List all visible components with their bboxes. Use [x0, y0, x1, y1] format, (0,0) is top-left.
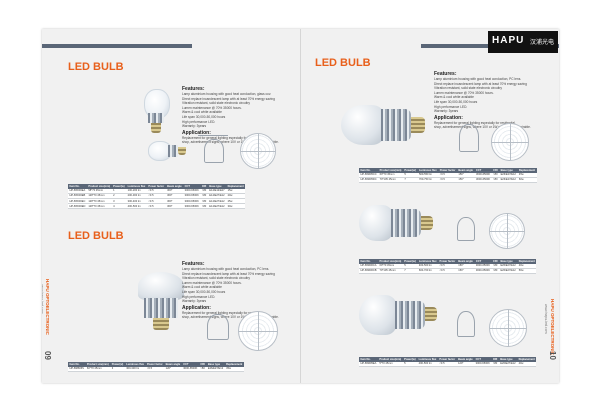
light-distribution-diagram-5 [489, 309, 527, 347]
candle-bulb-image [138, 89, 178, 134]
page-number-left: 09 [43, 351, 52, 360]
features-block: Features: Lamp aluminium housing with go… [182, 86, 279, 145]
table-header-row: Item No.Product size(mm)Power(w)Luminous… [68, 184, 246, 189]
header-bar [42, 44, 192, 48]
light-distribution-diagram-4 [489, 213, 525, 249]
table-header-row: Item No.Product size(mm)Power(w)Luminous… [68, 362, 244, 367]
brochure-spread: LED BULB Features: Lamp aluminium housin… [42, 29, 559, 383]
spec-table-5: Item No.Product size(mm)Power(w)Luminous… [359, 357, 537, 367]
globe-bulb-image-3 [359, 291, 459, 347]
right-page: HAPU 汉浦光电 LED BULB Features: Lamp alumin… [301, 29, 559, 383]
dimension-drawing [204, 139, 224, 163]
light-distribution-diagram-3 [491, 123, 529, 161]
spec-table: Item No.Product size(mm)Power(w)Luminous… [68, 184, 246, 210]
dimension-drawing-4 [457, 217, 475, 241]
light-distribution-diagram [240, 133, 276, 169]
dimension-drawing-5 [457, 311, 475, 337]
page-number-right: 10 [548, 351, 557, 360]
spec-table-2: Item No.Product size(mm)Power(w)Luminous… [68, 362, 244, 372]
side-website-right: www.hapu-led.com [544, 304, 548, 334]
globe-bulb-image-2 [359, 201, 459, 251]
features-block-3: Features: Lamp aluminium housing with go… [434, 71, 531, 130]
brand-logo: HAPU 汉浦光电 [488, 31, 558, 53]
candle-bulb-image-2 [148, 137, 188, 167]
center-fold [300, 29, 301, 383]
dimension-drawing-3 [459, 124, 479, 152]
section-title-3: LED BULB [315, 57, 371, 69]
globe-bulb-image [341, 99, 441, 159]
table-header-row: Item No.Product size(mm)Power(w)Luminous… [359, 259, 537, 264]
table-header-row: Item No.Product size(mm)Power(w)Luminous… [359, 168, 537, 173]
spec-table-4: Item No.Product size(mm)Power(w)Luminous… [359, 259, 537, 274]
features-block-2: Features: Lamp aluminium housing with go… [182, 261, 279, 320]
left-page: LED BULB Features: Lamp aluminium housin… [42, 29, 300, 383]
side-website: www.hapu-led.com [42, 284, 44, 314]
table-header-row: Item No.Product size(mm)Power(w)Luminous… [359, 357, 537, 362]
dimension-line [198, 135, 228, 136]
side-company-name-right: HAPU OPTOELECTRONIC [550, 299, 555, 355]
section-title-2: LED BULB [68, 230, 124, 242]
dimension-drawing-2 [207, 314, 229, 340]
side-company-name: HAPU OPTOELECTRONIC [45, 279, 50, 335]
spec-table-3: Item No.Product size(mm)Power(w)Luminous… [359, 168, 537, 183]
light-distribution-diagram-2 [238, 311, 278, 351]
section-title: LED BULB [68, 61, 124, 73]
finned-bulb-image [138, 272, 194, 332]
